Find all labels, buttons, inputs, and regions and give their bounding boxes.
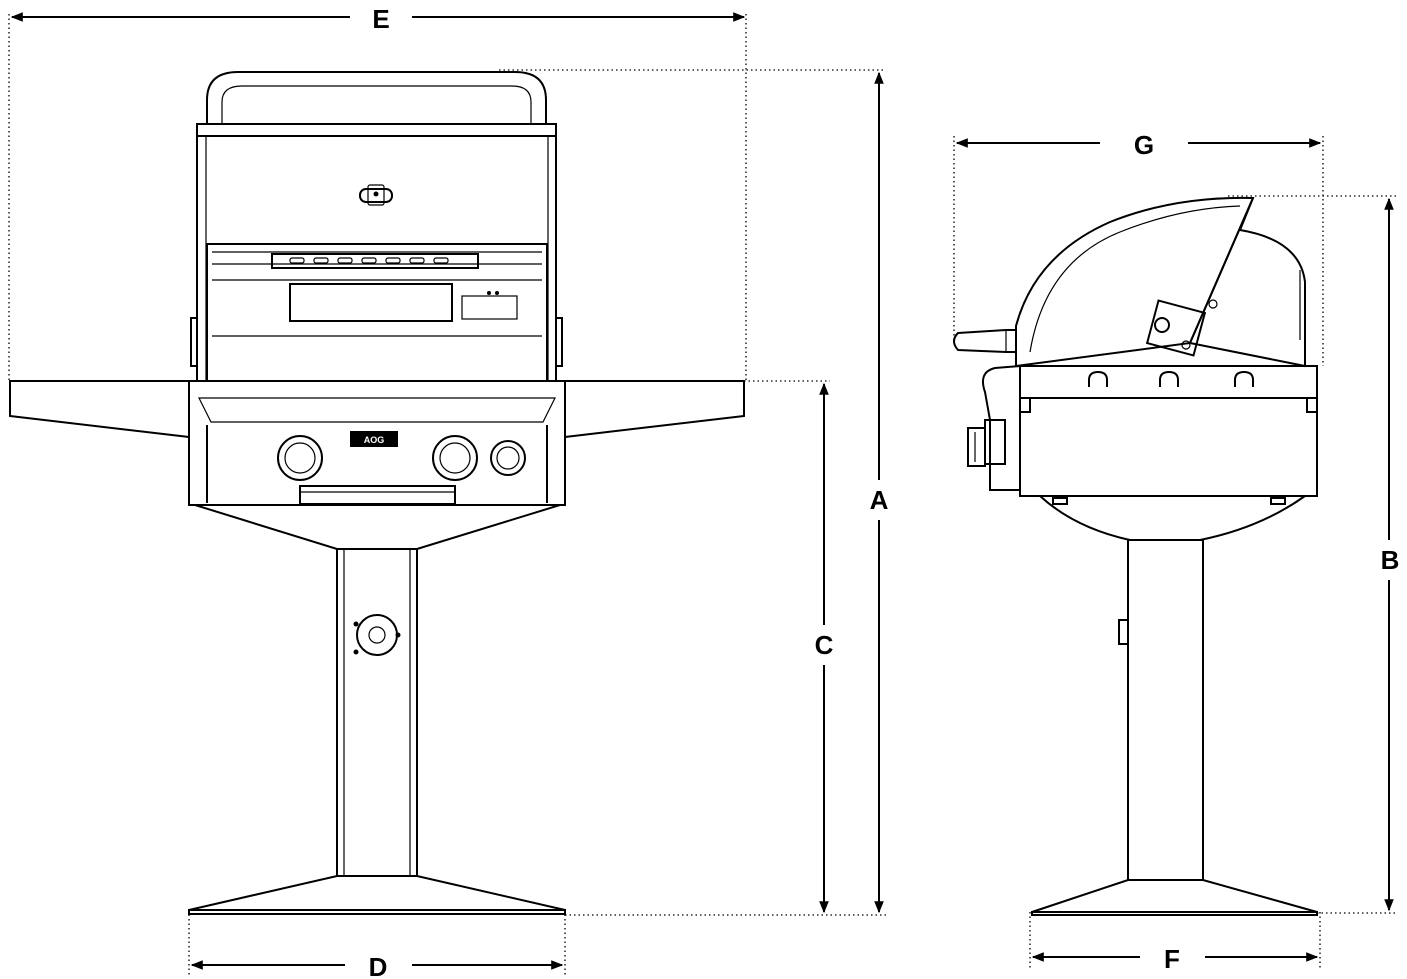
rotisserie-knob xyxy=(490,440,526,476)
gas-inlet xyxy=(353,614,401,656)
drip-tray xyxy=(299,485,456,505)
extension-lines xyxy=(8,14,1396,975)
burner-knob-left xyxy=(277,435,323,481)
pedestal-post-side xyxy=(1127,539,1204,881)
lid-hinge-bracket xyxy=(1145,299,1218,357)
lid-top-rail xyxy=(196,123,557,137)
lid-handle xyxy=(206,71,547,124)
rotisserie-burner xyxy=(271,253,479,269)
lid-body xyxy=(196,135,557,382)
brand-badge: AOG xyxy=(350,431,398,447)
lid-latch xyxy=(359,184,393,206)
svg-text:AOG: AOG xyxy=(364,435,385,445)
dimension-arrows xyxy=(10,12,1394,970)
lid-side-profile xyxy=(1015,196,1255,368)
left-side-shelf xyxy=(9,380,190,439)
dimension-label-b: B xyxy=(1381,545,1400,575)
rotisserie-hooks xyxy=(1088,370,1254,387)
dimension-labels: E A C D G B F xyxy=(369,4,1400,979)
warming-rack xyxy=(289,283,453,322)
side-view xyxy=(953,196,1318,916)
front-view: AOG xyxy=(9,71,745,915)
burner-knob-right xyxy=(432,435,478,481)
pedestal-post-front xyxy=(336,548,418,877)
right-side-shelf xyxy=(564,380,745,439)
dimension-label-c: C xyxy=(815,630,834,660)
lid-handle-side xyxy=(953,329,1017,353)
control-panel-side xyxy=(982,364,1021,491)
dimension-label-f: F xyxy=(1164,944,1180,974)
dimension-label-e: E xyxy=(372,4,389,34)
pedestal-base-front xyxy=(188,875,566,911)
firebox-side xyxy=(1019,365,1318,497)
dimension-label-d: D xyxy=(369,952,388,979)
pedestal-base-side xyxy=(1031,879,1318,913)
dimension-label-a: A xyxy=(870,485,889,515)
pedestal-flare-side xyxy=(1037,495,1309,541)
pedestal-flare-front xyxy=(194,504,561,550)
dimension-label-g: G xyxy=(1134,130,1154,160)
